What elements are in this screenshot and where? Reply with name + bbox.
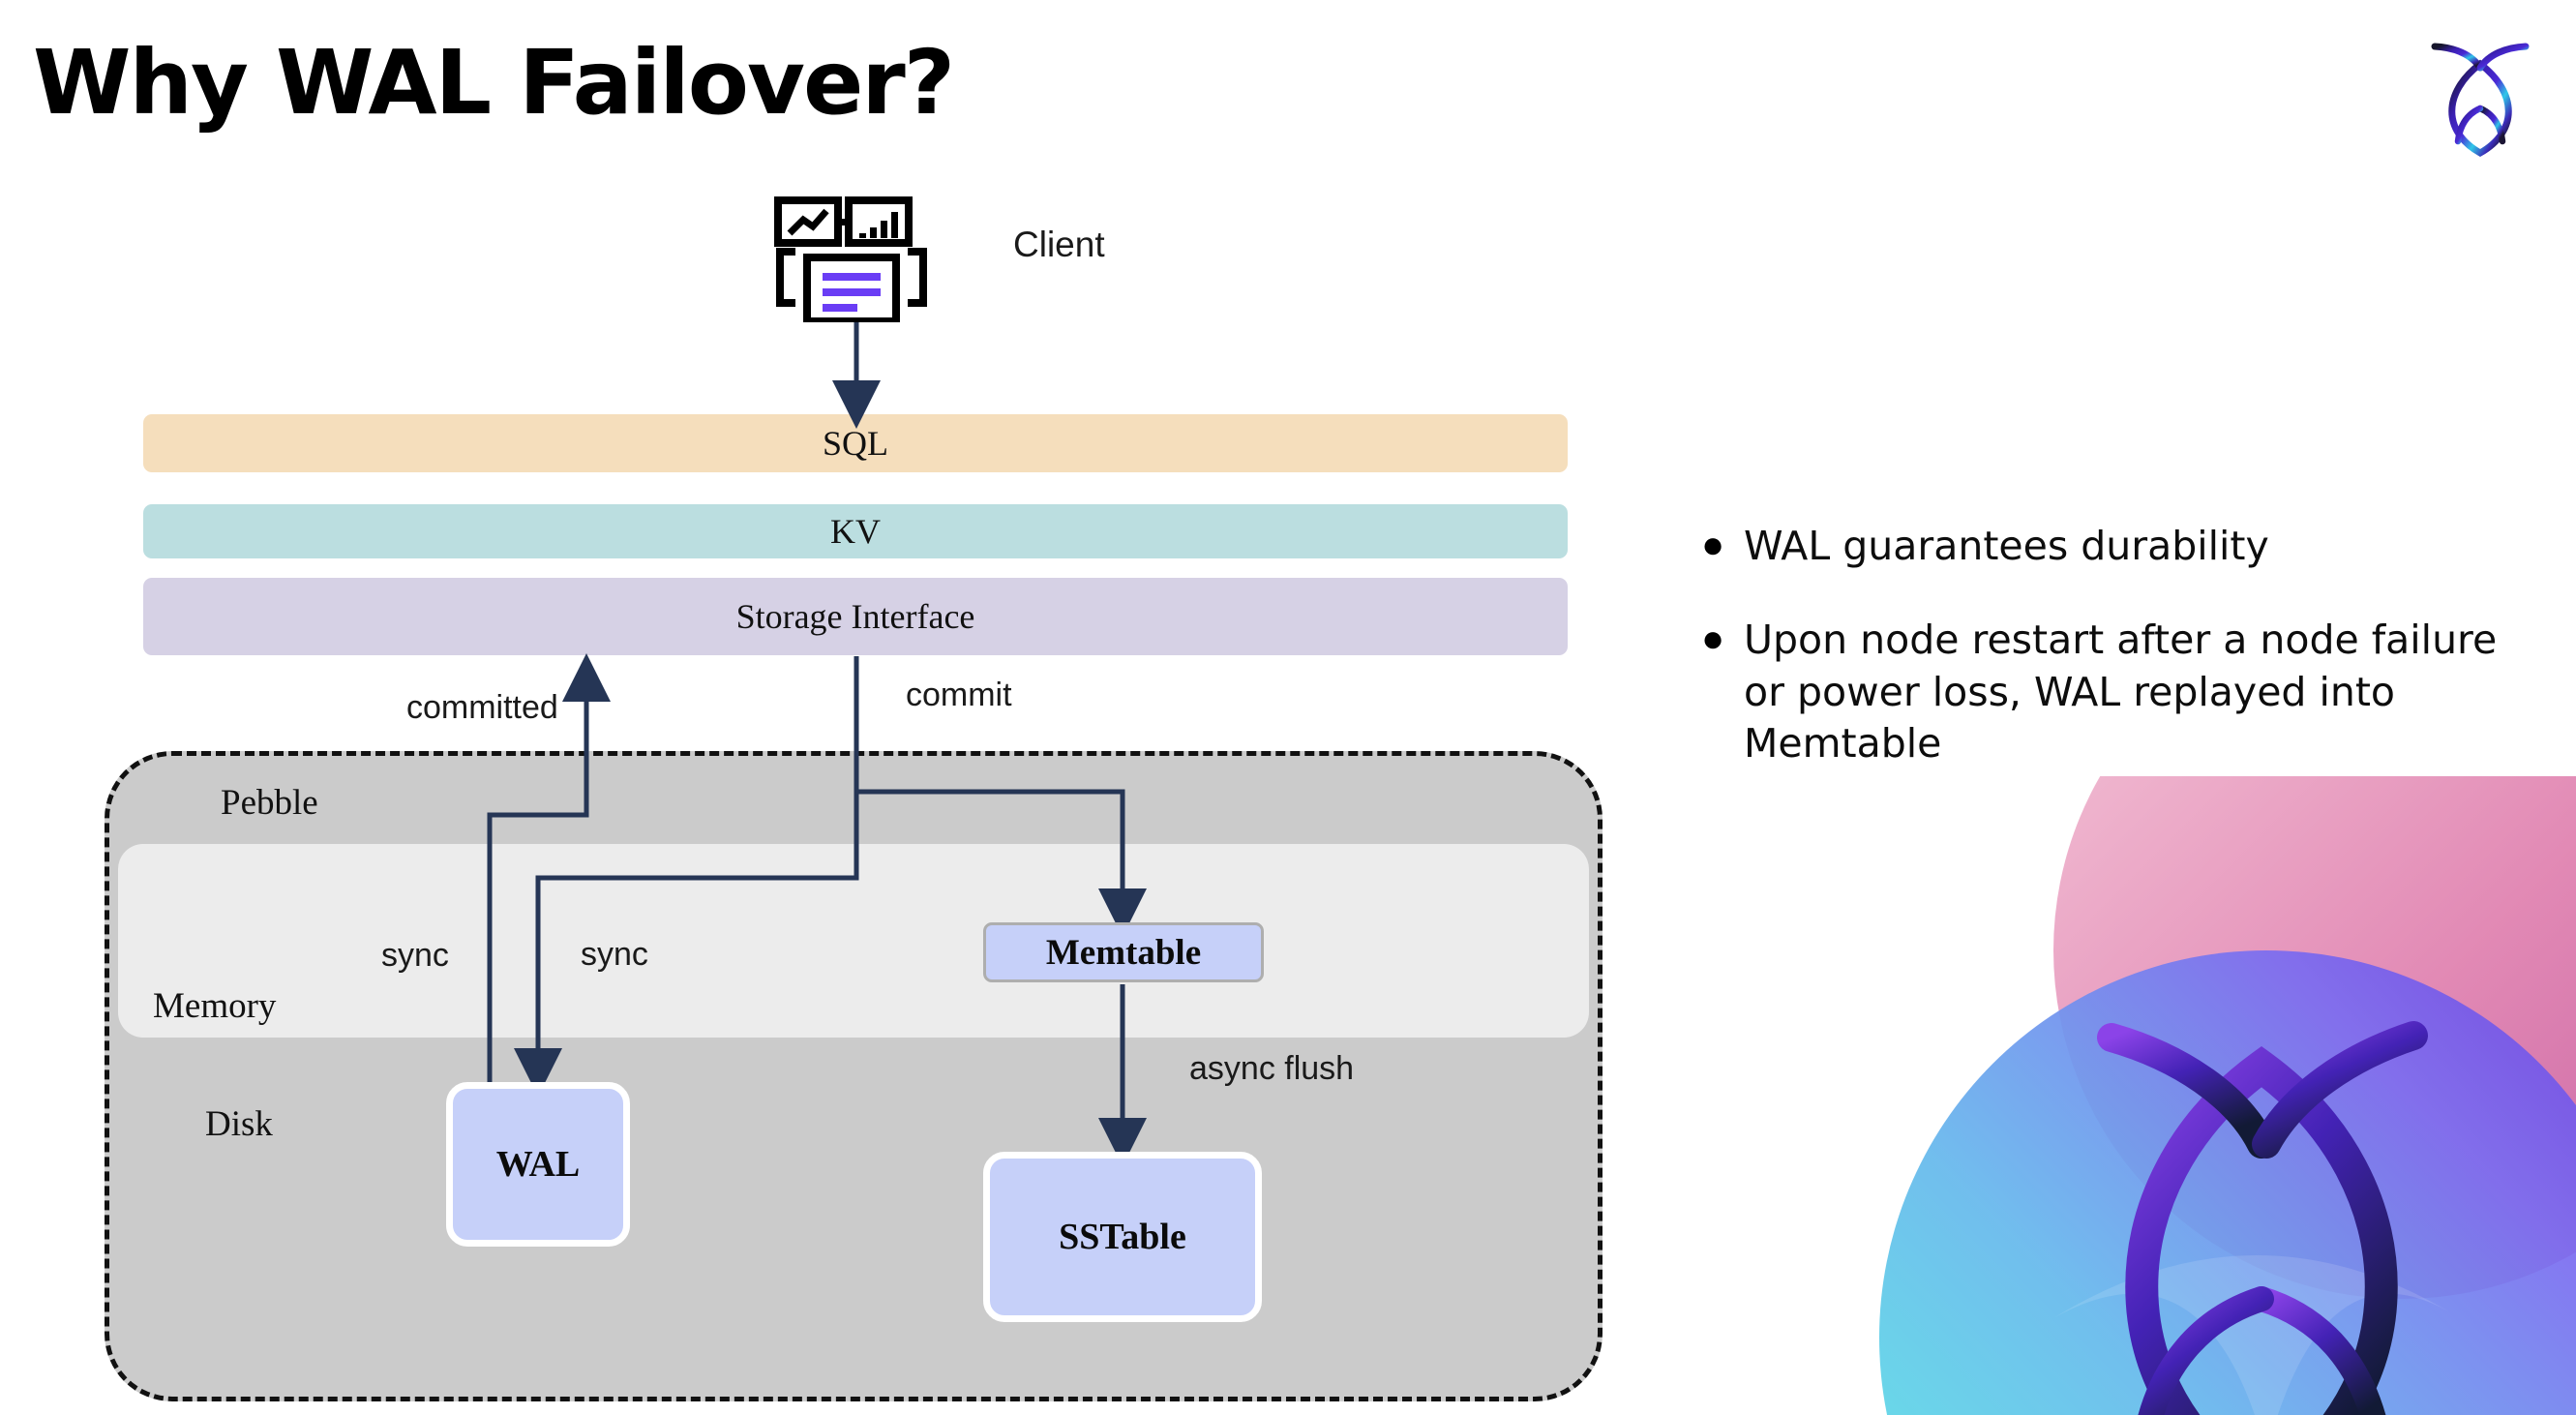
node-label-wal: WAL — [495, 1144, 581, 1185]
list-item: ● Upon node restart after a node failure… — [1701, 615, 2514, 769]
page-title: Why WAL Failover? — [33, 31, 955, 135]
edge-label-sync-1: sync — [381, 937, 449, 974]
bullet-text: WAL guarantees durability — [1744, 523, 2269, 569]
client-label: Client — [1013, 225, 1105, 264]
bullet-marker-icon: ● — [1701, 617, 1725, 661]
architecture-diagram: Client SQL KV Storage Interface Pebble M… — [105, 196, 1603, 1401]
decorative-artwork — [1821, 776, 2576, 1415]
node-memtable: Memtable — [983, 922, 1264, 982]
layer-bar-storage-interface: Storage Interface — [143, 578, 1568, 655]
edge-label-sync-2: sync — [581, 936, 648, 973]
layer-label-kv: KV — [830, 512, 881, 551]
client-devices-icon — [774, 196, 929, 325]
memory-region — [118, 844, 1589, 1038]
edge-label-async-flush: async flush — [1189, 1050, 1355, 1087]
bullet-text: Upon node restart after a node failure o… — [1744, 617, 2498, 767]
memory-label: Memory — [153, 986, 277, 1026]
list-item: ● WAL guarantees durability — [1701, 521, 2514, 572]
layer-label-storage-interface: Storage Interface — [735, 597, 975, 636]
layer-bar-kv: KV — [143, 504, 1568, 558]
node-wal: WAL — [446, 1082, 630, 1247]
node-label-sstable: SSTable — [1059, 1217, 1186, 1257]
bullet-list: ● WAL guarantees durability ● Upon node … — [1701, 521, 2514, 812]
pebble-label: Pebble — [221, 783, 318, 823]
cockroachdb-logo-icon — [2417, 29, 2543, 165]
bullet-marker-icon: ● — [1701, 524, 1725, 566]
edge-label-committed: committed — [406, 689, 558, 726]
disk-label: Disk — [205, 1104, 273, 1144]
edge-label-commit: commit — [906, 677, 1012, 713]
layer-label-sql: SQL — [822, 424, 888, 463]
node-label-memtable: Memtable — [1045, 932, 1202, 973]
layer-bar-sql: SQL — [143, 414, 1568, 472]
node-sstable: SSTable — [983, 1152, 1262, 1322]
